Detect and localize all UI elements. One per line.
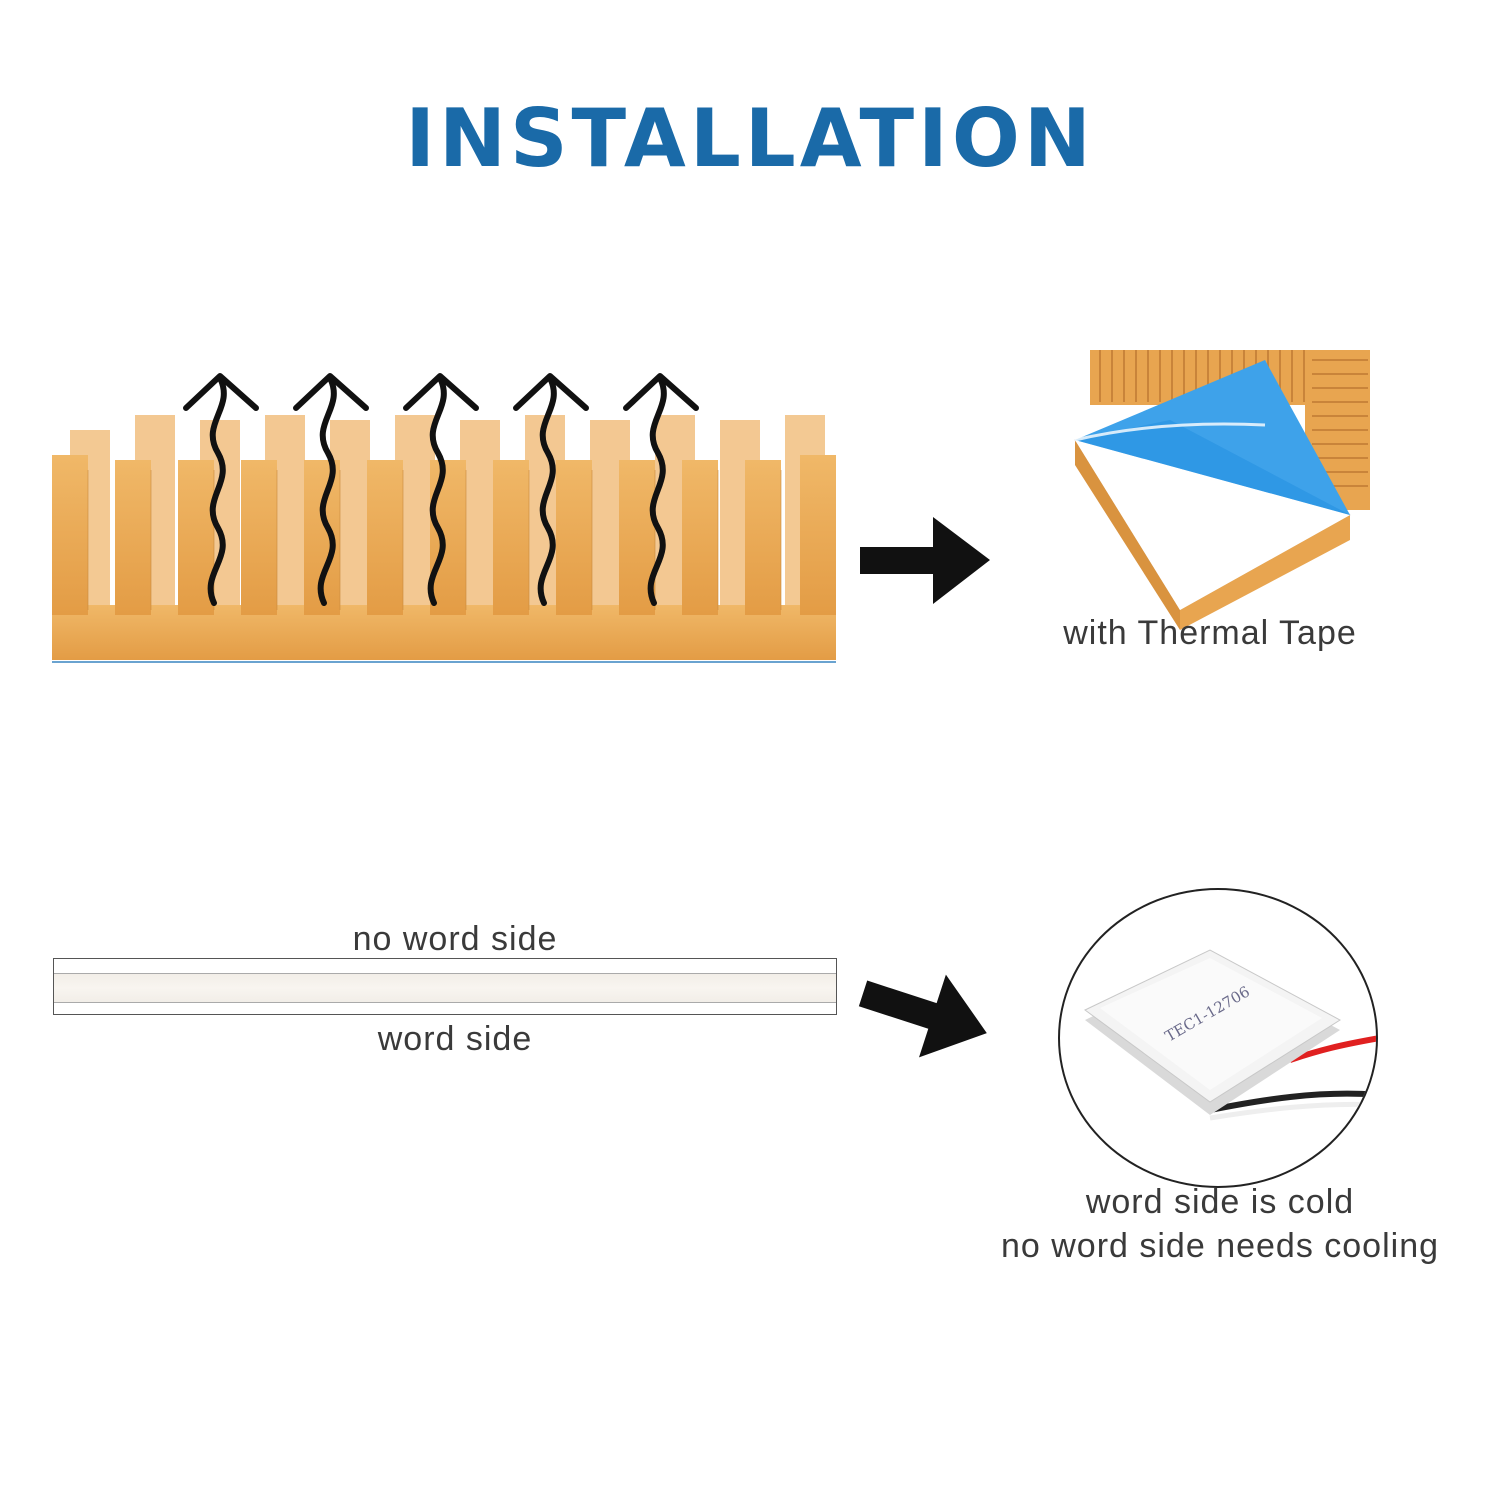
right-arrow-icon [860,517,990,604]
thermal-tape-photo [1050,340,1370,630]
peltier-side-view [53,958,837,1015]
peltier-module-photo: TEC1-12706 [1058,888,1378,1188]
heat-wave-arrow-icon [183,373,699,606]
peltier-caption: word side is cold no word side needs coo… [960,1180,1480,1268]
heatsink-illustration [52,415,836,663]
no-word-side-label: no word side [352,920,558,958]
peltier-caption-line-1: word side is cold [1085,1183,1355,1221]
diagonal-arrow-icon [858,974,987,1058]
thermal-tape-caption: with Thermal Tape [1063,614,1357,652]
page-title: INSTALLATION [405,92,1095,185]
peltier-caption-line-2: no word side needs cooling [1000,1227,1440,1265]
word-side-label: word side [377,1020,533,1058]
